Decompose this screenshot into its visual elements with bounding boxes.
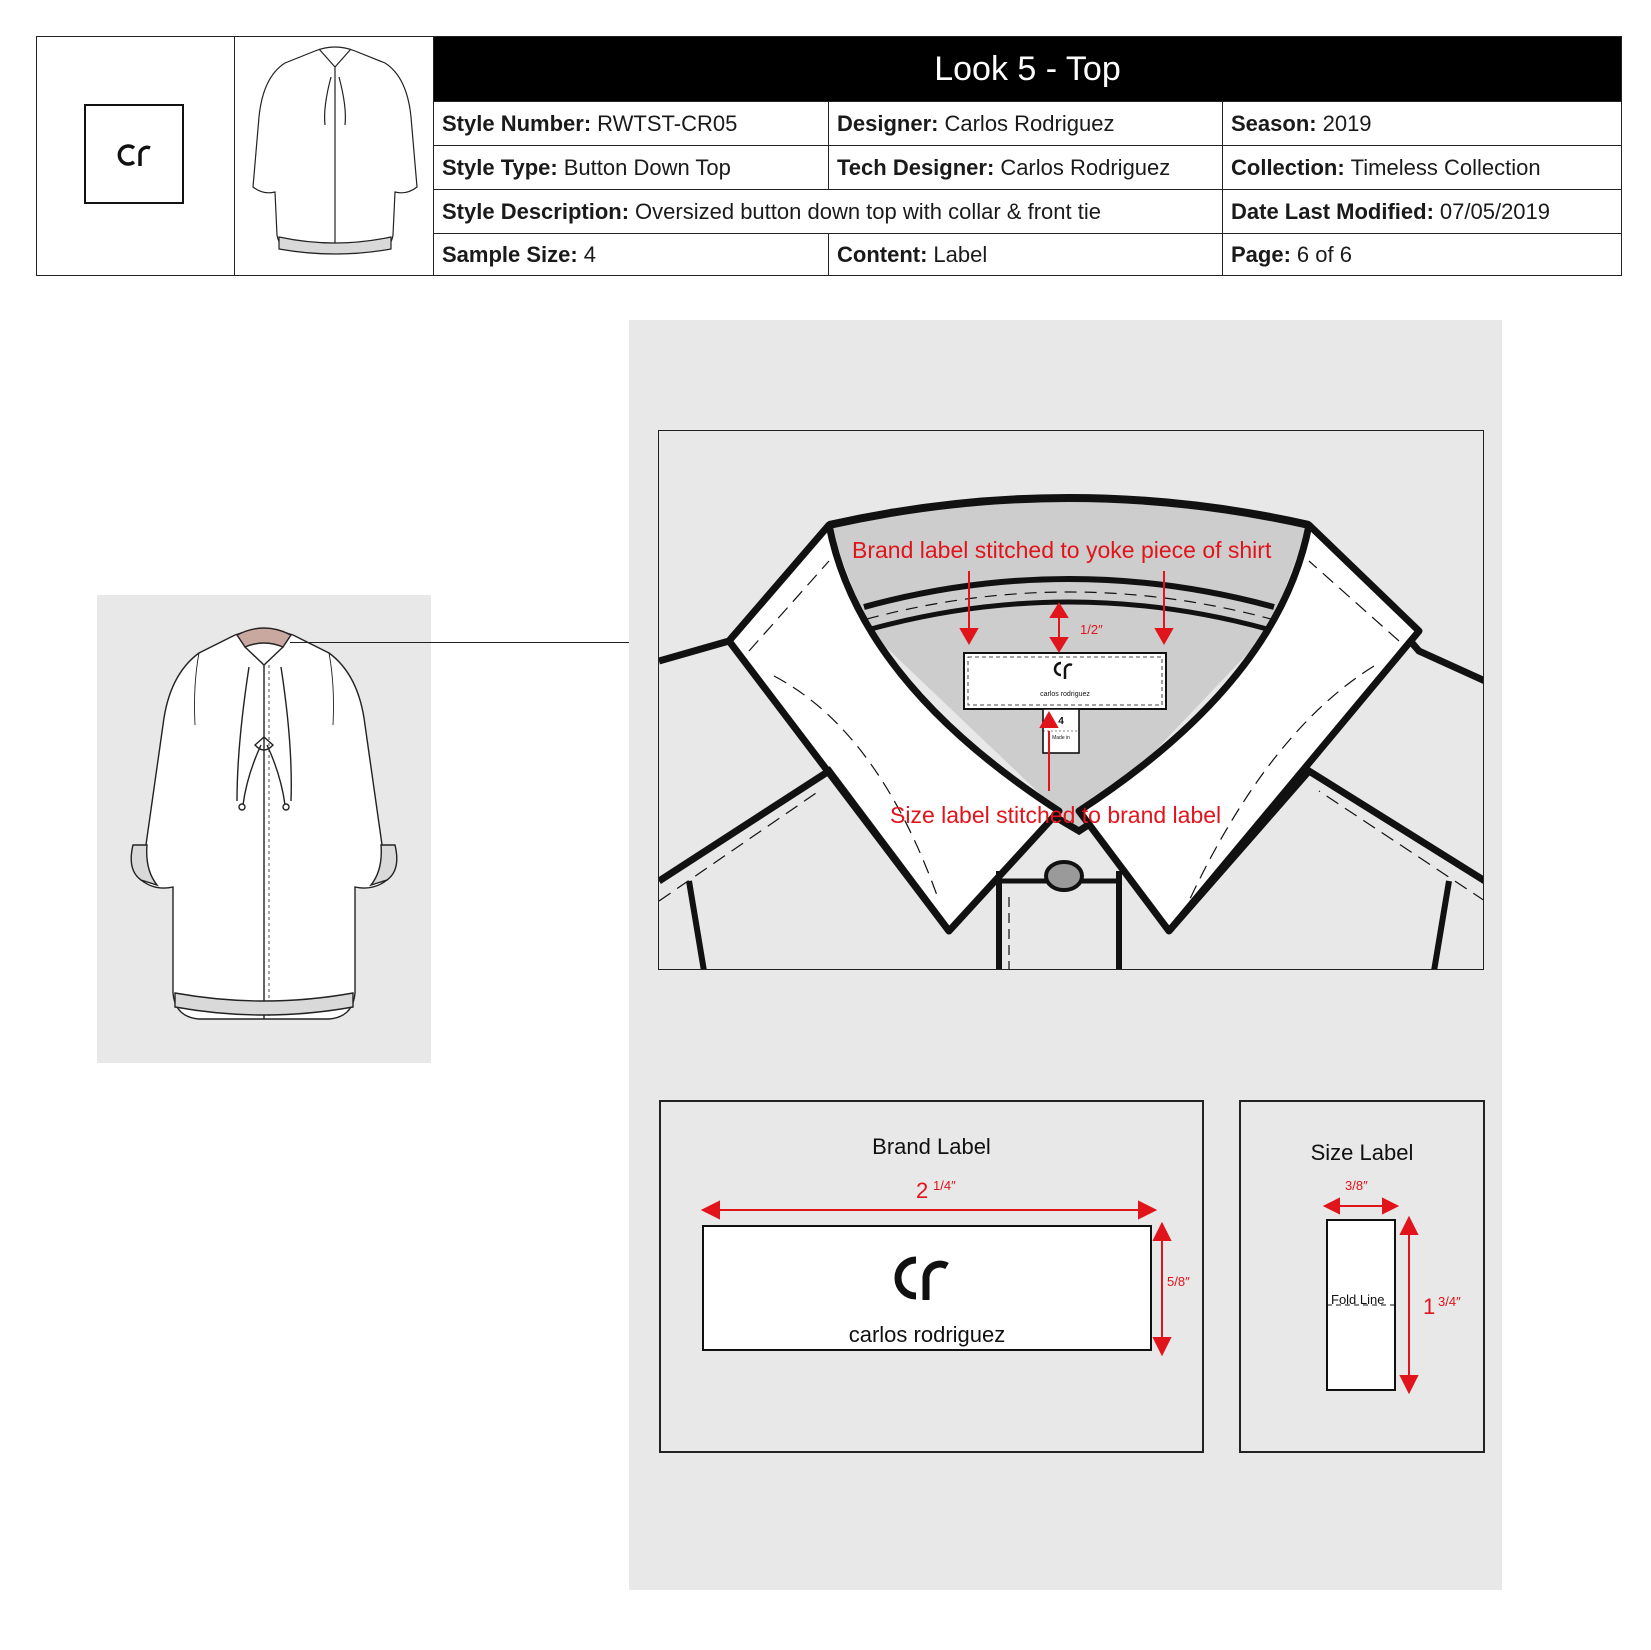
brand-label-note: Brand label stitched to yoke piece of sh… <box>852 537 1272 563</box>
fold-line-text: Fold Line <box>1331 1292 1385 1307</box>
size-label-drawing <box>1322 1197 1419 1395</box>
sample-size-cell: Sample Size:4 <box>442 241 596 267</box>
size-width-dimension: 3/8″ <box>1345 1178 1368 1193</box>
season-cell: Season:2019 <box>1222 102 1622 145</box>
mini-brand-name: carlos rodriguez <box>1040 691 1090 698</box>
size-height-whole: 1 <box>1423 1294 1436 1319</box>
shirt-flat-icon <box>130 627 398 1020</box>
brand-label-drawing <box>700 1200 1172 1357</box>
info-row-4: Sample Size:4 Content:Label Page:6 of 6 <box>434 233 1621 275</box>
page-title: Look 5 - Top <box>434 37 1621 101</box>
half-inch-dimension: 1/2″ <box>1080 622 1103 637</box>
style-type-cell: Style Type:Button Down Top <box>442 154 731 180</box>
page-cell: Page:6 of 6 <box>1222 234 1622 275</box>
brand-width-whole: 2 <box>916 1178 929 1203</box>
mini-made-in-text: Made in <box>1052 735 1070 741</box>
brand-label-title: Brand Label <box>872 1134 991 1159</box>
cr-logo-icon <box>117 144 151 166</box>
info-row-1: Style Number:RWTST-CR05 Designer:Carlos … <box>434 101 1621 145</box>
collar-closeup: carlos rodriguez 4 Made in <box>658 430 1484 970</box>
info-row-3: Style Description:Oversized button down … <box>434 189 1621 233</box>
garment-flat-panel <box>97 595 431 1063</box>
size-height-fraction: 3/4″ <box>1438 1294 1461 1309</box>
collar-closeup-drawing: carlos rodriguez 4 Made in <box>659 494 1483 969</box>
shirt-thumbnail-icon <box>252 46 418 255</box>
brand-name-text: carlos rodriguez <box>848 1322 1006 1347</box>
brand-label-spec: Brand Label carlos rodriguez 2 1/4″ 5/8″ <box>659 1100 1204 1453</box>
mini-size-text: 4 <box>1058 716 1064 727</box>
spec-header-table: Look 5 - Top Style Number:RWTST-CR05 Des… <box>36 36 1622 276</box>
date-modified-cell: Date Last Modified:07/05/2019 <box>1222 190 1622 233</box>
content-cell: Content:Label <box>828 234 1222 275</box>
collection-cell: Collection:Timeless Collection <box>1222 146 1622 189</box>
designer-cell: Designer:Carlos Rodriguez <box>828 102 1222 145</box>
style-description-cell: Style Description:Oversized button down … <box>442 198 1101 224</box>
garment-thumbnail <box>235 37 434 275</box>
size-label-title: Size Label <box>1310 1140 1414 1165</box>
brand-logo <box>84 104 184 204</box>
info-row-2: Style Type:Button Down Top Tech Designer… <box>434 145 1621 189</box>
tech-designer-cell: Tech Designer:Carlos Rodriguez <box>828 146 1222 189</box>
logo-cell <box>37 37 235 275</box>
brand-height-dimension: 5/8″ <box>1167 1274 1190 1289</box>
collar-button-icon <box>1044 860 1084 892</box>
style-number-cell: Style Number:RWTST-CR05 <box>442 110 738 136</box>
size-label-note: Size label stitched to brand label <box>890 802 1222 828</box>
size-label-spec: Size Label Fold Line 3/8″ 1 3/4″ <box>1239 1100 1485 1453</box>
callout-leader-line <box>290 642 630 643</box>
brand-width-fraction: 1/4″ <box>933 1178 956 1193</box>
